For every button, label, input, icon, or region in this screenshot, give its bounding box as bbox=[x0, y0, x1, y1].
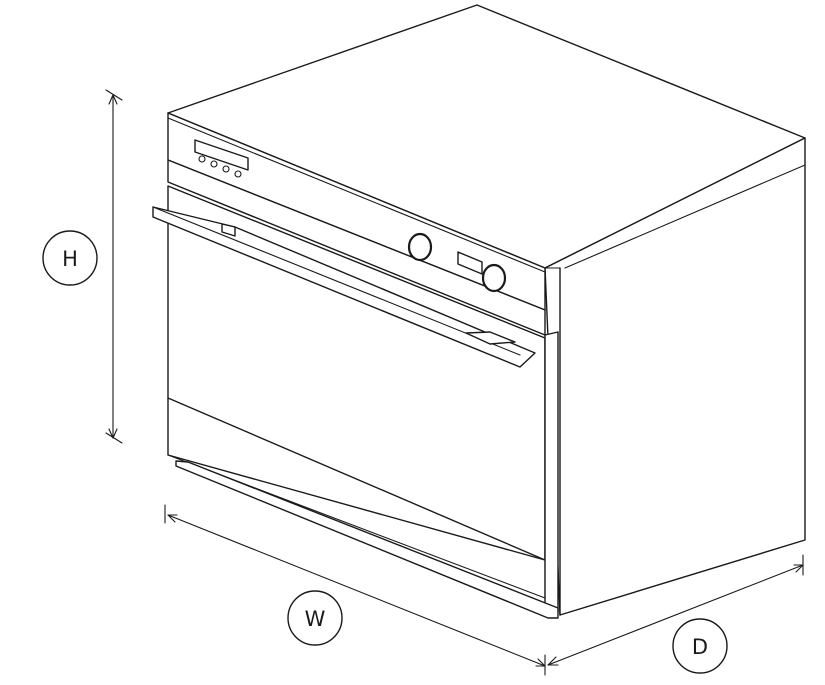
width-arrow-right bbox=[535, 658, 546, 667]
indicator-button-2 bbox=[210, 160, 218, 168]
base-trim-strip bbox=[175, 460, 559, 619]
control-panel bbox=[167, 112, 561, 336]
height-arrow-top bbox=[108, 94, 118, 105]
width-dimension bbox=[164, 504, 546, 676]
left-display bbox=[194, 139, 249, 171]
indicator-button-3 bbox=[222, 165, 230, 173]
cabinet-back-edge bbox=[564, 164, 806, 269]
height-label-badge: H bbox=[42, 230, 98, 286]
right-display bbox=[457, 251, 483, 275]
base-trim bbox=[175, 460, 559, 619]
handle-bar bbox=[152, 206, 536, 368]
width-label: W bbox=[305, 607, 326, 631]
indicator-button-4 bbox=[234, 170, 242, 178]
depth-dimension-line bbox=[547, 564, 804, 666]
depth-arrow-right bbox=[793, 564, 804, 573]
depth-arrow-left bbox=[547, 656, 559, 666]
door-bottom-panel-line bbox=[167, 397, 546, 561]
depth-label: D bbox=[692, 635, 708, 659]
height-tick-bottom bbox=[105, 432, 123, 444]
indicator-button-1 bbox=[198, 155, 206, 163]
height-label-circle bbox=[42, 230, 98, 286]
depth-label-circle bbox=[672, 618, 728, 674]
temperature-knob bbox=[407, 232, 433, 262]
height-dimension bbox=[105, 89, 123, 444]
handle-left-bracket bbox=[221, 223, 236, 237]
width-dimension-line bbox=[167, 514, 546, 667]
oven-handle bbox=[152, 206, 536, 368]
handle-top-edge bbox=[152, 206, 521, 356]
depth-label-badge: D bbox=[672, 618, 728, 674]
oven-door bbox=[167, 185, 559, 613]
width-label-badge: W bbox=[287, 590, 343, 646]
height-arrow-bottom bbox=[108, 428, 118, 439]
handle-right-bracket bbox=[465, 331, 516, 345]
control-panel-rim bbox=[167, 117, 546, 273]
width-label-circle bbox=[287, 590, 343, 646]
height-label: H bbox=[62, 247, 78, 271]
door-right-frame bbox=[544, 331, 559, 613]
height-tick-top bbox=[105, 89, 123, 101]
width-arrow-left bbox=[167, 514, 178, 523]
function-knob bbox=[481, 263, 507, 293]
depth-dimension bbox=[547, 554, 804, 666]
oven-cabinet bbox=[167, 4, 806, 616]
